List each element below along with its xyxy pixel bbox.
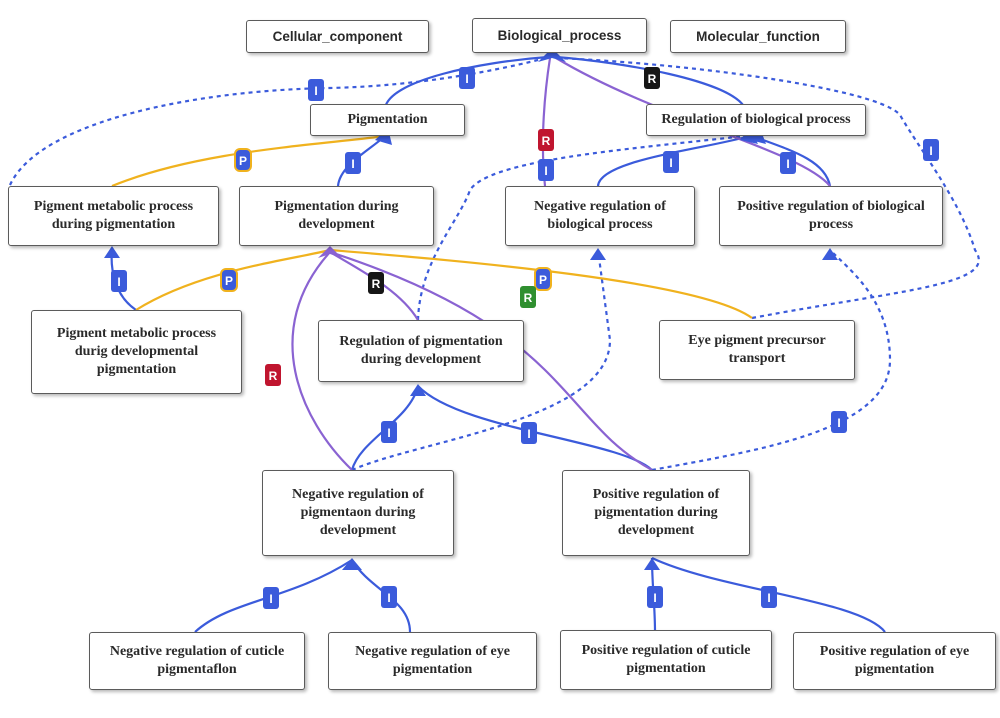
node-negative-regulation-of-biological-process: Negative regulation of biological proces… <box>505 186 695 246</box>
badge-i-7-label: I <box>929 144 932 158</box>
badge-i-12: I <box>263 587 279 609</box>
part-of-edges <box>111 134 753 319</box>
badge-i-1: I <box>308 79 324 101</box>
edge-regpig-to-regbio-dashed <box>416 134 746 321</box>
edge-negpig-to-pigdev-reg <box>291 251 353 471</box>
arrowhead-negpig <box>342 558 362 570</box>
badge-i-13-label: I <box>387 591 390 605</box>
edge-pmp-to-bioprocess-dashed <box>9 55 551 186</box>
edge-negbio-to-regbio <box>596 134 751 187</box>
badge-r-2: R <box>538 129 554 151</box>
node-molecular-function: Molecular_function <box>670 20 846 53</box>
badge-p-3: P <box>534 267 552 291</box>
edge-poseye-to-pospig <box>651 557 886 633</box>
badge-r-3-label: R <box>372 277 381 291</box>
badge-i-11-label: I <box>837 416 840 430</box>
badge-i-5-label: I <box>669 156 672 170</box>
edge-negpig-to-negbio-dashed <box>351 249 612 472</box>
badge-r-2-label: R <box>542 134 551 148</box>
node-pigmentation-during-development: Pigmentation during development <box>239 186 434 246</box>
badge-i-14-label: I <box>653 591 656 605</box>
arrowhead-bioprocess <box>538 48 566 62</box>
edge-pospig-to-pigdev-reg <box>329 250 653 471</box>
badge-i-11: I <box>831 411 847 433</box>
node-pigment-metabolic-process-durig-developmental-pigmentation: Pigment metabolic process durig developm… <box>31 310 242 394</box>
badge-p-1-label: P <box>239 154 247 168</box>
node-negative-regulation-of-pigmentaon-during-development: Negative regulation of pigmentaon during… <box>262 470 454 556</box>
arrowhead-negbio <box>590 248 606 260</box>
node-positive-regulation-of-eye-pigmentation: Positive regulation of eye pigmentation <box>793 632 996 690</box>
badge-r-5-label: R <box>269 369 278 383</box>
node-negative-regulation-of-cuticle-pigmentaflon: Negative regulation of cuticle pigmentaf… <box>89 632 305 690</box>
badge-r-4-label: R <box>524 291 533 305</box>
arrowhead-pigdev <box>318 246 342 258</box>
edge-pmp-to-pigmentation-partof <box>111 134 386 188</box>
node-positive-regulation-of-pigmentation-during-development: Positive regulation of pigmentation duri… <box>562 470 750 556</box>
badge-i-4-label: I <box>544 164 547 178</box>
badge-p-2: P <box>220 268 238 292</box>
badge-r-1: R <box>644 67 660 89</box>
badge-i-7: I <box>923 139 939 161</box>
node-positive-regulation-of-cuticle-pigmentation: Positive regulation of cuticle pigmentat… <box>560 630 772 690</box>
badge-i-10-label: I <box>527 427 530 441</box>
arrowhead-pospig <box>644 558 660 570</box>
badge-i-10: I <box>521 422 537 444</box>
badge-r-5: R <box>265 364 281 386</box>
edge-pospig-to-posbio-dashed <box>651 249 892 472</box>
badge-i-6: I <box>780 152 796 174</box>
badge-i-9-label: I <box>387 426 390 440</box>
node-eye-pigment-precursor-transport: Eye pigment precursor transport <box>659 320 855 380</box>
node-biological-process: Biological_process <box>472 18 647 53</box>
badge-i-6-label: I <box>786 157 789 171</box>
node-regulation-of-pigmentation-during-development: Regulation of pigmentation during develo… <box>318 320 524 382</box>
node-regulation-of-biological-process: Regulation of biological process <box>646 104 866 136</box>
edge-pmpdev-to-pigdev-partof <box>135 248 331 311</box>
is-a-dashed-edges <box>9 55 980 472</box>
badge-i-8: I <box>111 270 127 292</box>
badge-i-9: I <box>381 421 397 443</box>
badge-r-3: R <box>368 272 384 294</box>
arrowhead-posbio <box>822 248 838 260</box>
node-pigment-metabolic-process-during-pigmentation: Pigment metabolic process during pigment… <box>8 186 219 246</box>
badge-p-2-label: P <box>225 274 233 288</box>
node-pigmentation: Pigmentation <box>310 104 465 136</box>
badge-r-4: R <box>520 286 536 308</box>
edge-eyetransport-to-pigdev-partof <box>329 248 753 319</box>
badge-i-1-label: I <box>314 84 317 98</box>
badge-i-14: I <box>647 586 663 608</box>
badge-i-2-label: I <box>465 72 468 86</box>
arrowheads <box>104 48 838 570</box>
badge-i-15-label: I <box>767 591 770 605</box>
badge-i-2: I <box>459 67 475 89</box>
badge-p-3-label: P <box>539 273 547 287</box>
arrowhead-regpig <box>410 384 426 396</box>
arrowhead-regbio-2 <box>750 128 766 144</box>
edge-eyetransport-to-bioprocess-dashed <box>555 56 980 320</box>
badge-i-3-label: I <box>351 157 354 171</box>
badge-r-1-label: R <box>648 72 657 86</box>
badge-i-4: I <box>538 159 554 181</box>
badge-p-1: P <box>234 148 252 172</box>
node-negative-regulation-of-eye-pigmentation: Negative regulation of eye pigmentation <box>328 632 537 690</box>
node-positive-regulation-of-biological-process: Positive regulation of biological proces… <box>719 186 943 246</box>
badge-i-8-label: I <box>117 275 120 289</box>
badge-i-13: I <box>381 586 397 608</box>
badge-i-15: I <box>761 586 777 608</box>
node-cellular-component: Cellular_component <box>246 20 429 53</box>
edge-badges: I I I I I I I I I I I I I I I P P P R R … <box>111 67 939 609</box>
badge-i-12-label: I <box>269 592 272 606</box>
badge-i-5: I <box>663 151 679 173</box>
badge-i-3: I <box>345 152 361 174</box>
arrowhead-pmp <box>104 246 120 258</box>
edge-pigmentation-to-bioprocess <box>383 55 549 109</box>
